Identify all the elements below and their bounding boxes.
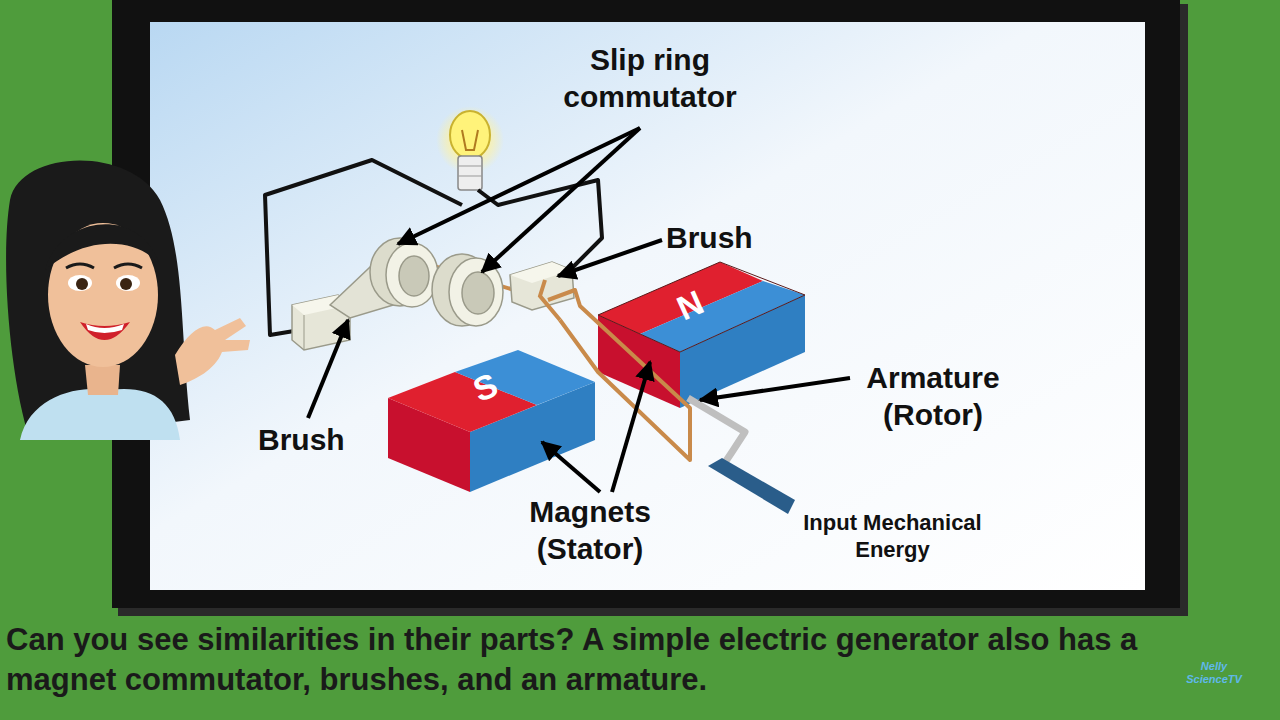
light-bulb xyxy=(436,106,504,190)
frame-shadow xyxy=(118,4,1188,616)
magnet-pole: N xyxy=(660,280,720,330)
part-label: Input Mechanical Energy xyxy=(790,510,995,564)
part-label: Slip ring commutator xyxy=(540,42,760,115)
magnet-s xyxy=(388,350,595,492)
presenter xyxy=(6,161,250,440)
crank-handle xyxy=(688,398,795,514)
magnet-n xyxy=(598,262,805,408)
caption: Can you see similarities in their parts?… xyxy=(6,620,1174,701)
pole-letter: S xyxy=(467,365,503,410)
part-label: Brush xyxy=(258,422,368,459)
circuit-wire xyxy=(265,160,602,335)
screen xyxy=(150,22,1145,590)
part-label: Armature (Rotor) xyxy=(848,360,1018,433)
magnet-pole: S xyxy=(455,362,515,412)
leader-line xyxy=(308,128,850,492)
part-label: Brush xyxy=(666,220,776,257)
screen-frame xyxy=(112,0,1180,608)
part-label: Magnets (Stator) xyxy=(505,494,675,567)
pole-letter: N xyxy=(671,282,709,328)
slip-ring xyxy=(330,238,438,318)
armature-lead xyxy=(540,280,560,320)
watermark: Nelly ScienceTV xyxy=(1182,660,1246,687)
